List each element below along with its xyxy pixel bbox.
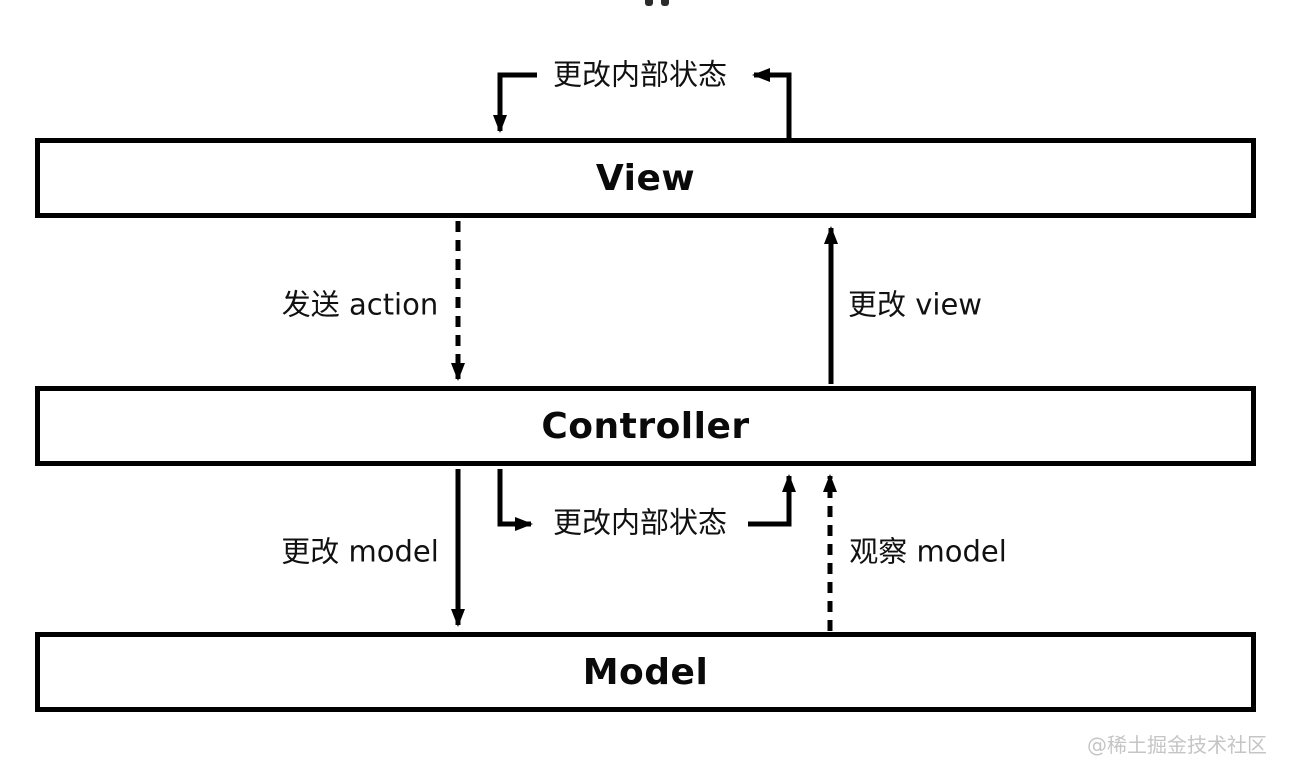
view-self-loop-label: 更改内部状态 (552, 57, 728, 92)
top-clipped-glyph-fragment (645, 0, 653, 6)
controller-self-loop-in-arrow (748, 474, 796, 527)
controller-self-loop-out-arrow (497, 469, 533, 531)
top-clipped-glyph-fragment (661, 0, 669, 6)
view-box: View (35, 138, 1256, 218)
model-box: Model (35, 632, 1256, 712)
model-box-title: Model (582, 651, 709, 693)
watermark-text: @稀土掘金技术社区 (1087, 733, 1267, 757)
view-self-loop-in-arrow (493, 72, 537, 133)
send-action-label: 发送 action (281, 287, 439, 322)
controller-self-loop-label: 更改内部状态 (552, 505, 728, 540)
update-view-label: 更改 view (848, 287, 982, 322)
controller-box: Controller (35, 386, 1256, 466)
controller-box-title: Controller (541, 405, 750, 447)
view-box-title: View (595, 157, 696, 199)
view-self-loop-out-arrow (752, 68, 792, 139)
observe-model-label: 观察 model (849, 534, 1007, 569)
update-model-label: 更改 model (281, 534, 439, 569)
